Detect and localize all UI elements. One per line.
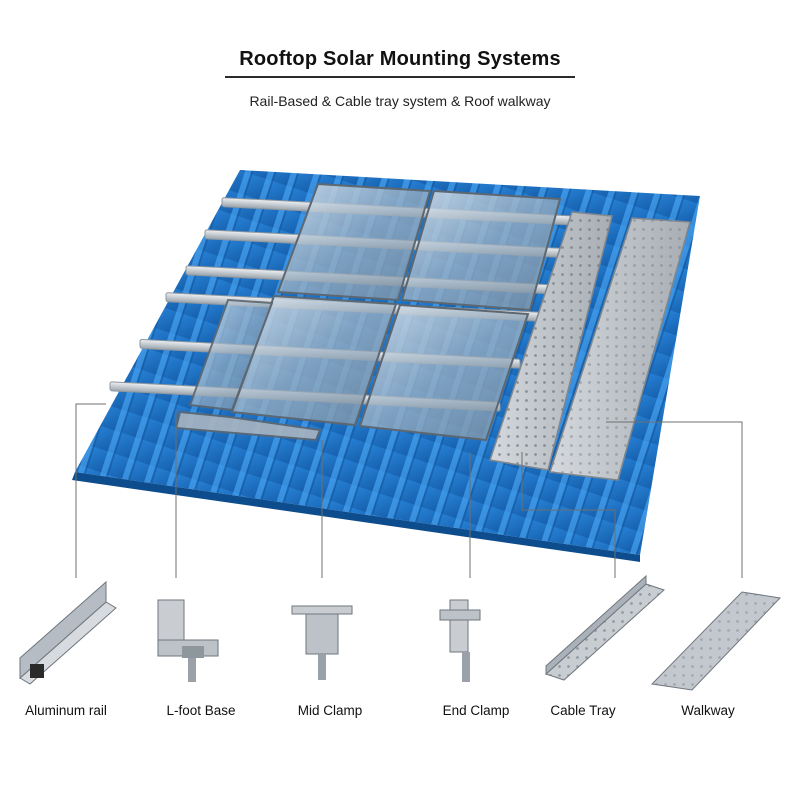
cable-tray	[489, 211, 613, 471]
component-label-l-foot-base: L-foot Base	[166, 703, 236, 718]
mid-clamp-icon	[291, 605, 353, 680]
component-label-end-clamp: End Clamp	[442, 703, 510, 718]
end-clamp-icon	[439, 599, 481, 682]
l-foot-base-icon	[157, 599, 219, 682]
component-label-aluminum-rail: Aluminum rail	[25, 703, 107, 718]
page-title: Rooftop Solar Mounting Systems	[239, 48, 561, 70]
component-label-mid-clamp: Mid Clamp	[297, 703, 363, 718]
page-subtitle: Rail-Based & Cable tray system & Roof wa…	[249, 93, 551, 109]
title-underline	[225, 76, 575, 78]
callout-lines	[75, 403, 743, 578]
component-label-walkway: Walkway	[681, 703, 735, 718]
walkway-icon	[650, 591, 782, 691]
solar-panel-array	[174, 182, 562, 442]
component-label-cable-tray: Cable Tray	[550, 703, 616, 718]
cable-tray-icon	[545, 574, 665, 681]
roof-walkway	[549, 217, 691, 481]
aluminum-rail-icon	[19, 580, 117, 685]
